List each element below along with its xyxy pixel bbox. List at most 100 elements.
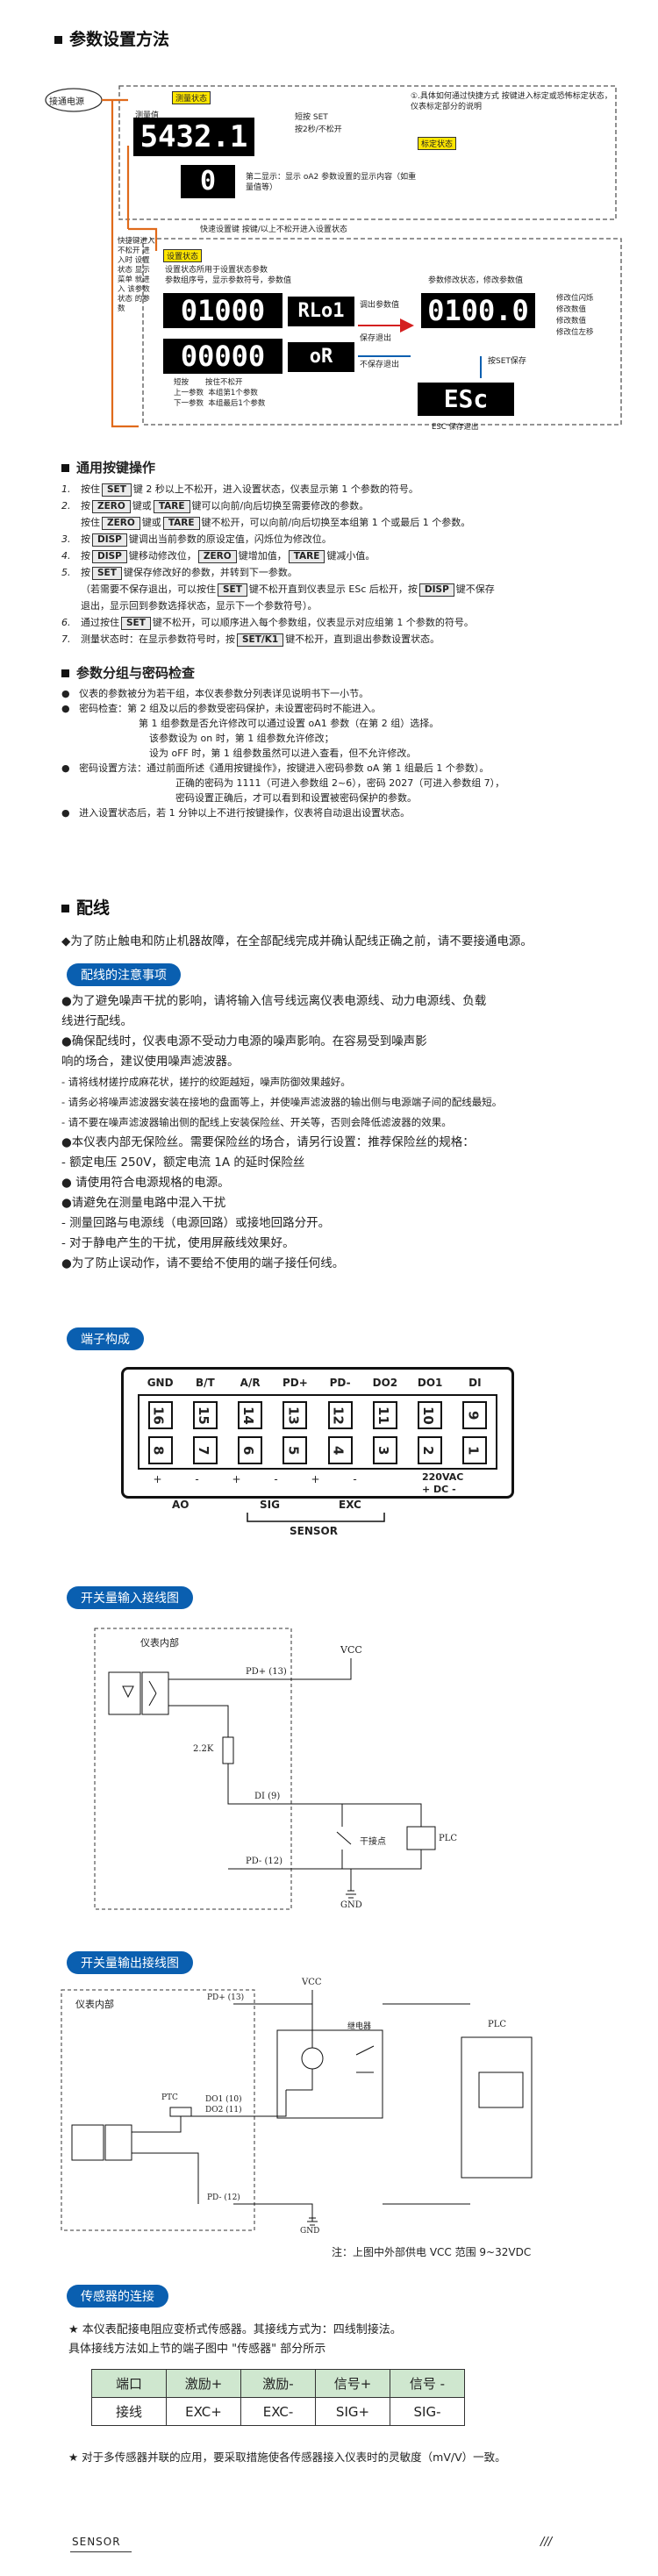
modify-up: 修改数值 xyxy=(556,305,587,314)
wiring-line: ●请避免在测量电路中混入干扰 xyxy=(61,1196,226,1210)
key-op-text: （若需要不保存退出，可以按住 xyxy=(81,583,216,595)
sensor-bracket xyxy=(247,1513,385,1522)
table-cell: SIG+ xyxy=(315,2397,390,2426)
table-cell: SIG- xyxy=(390,2397,465,2426)
esc-display: ESc xyxy=(418,383,514,416)
param-flow-diagram: 接通电源 测量状态 测量值 5432.1 短按 SET 按2秒/不松开 ①.具体… xyxy=(42,75,623,444)
terminal-number: 10 xyxy=(418,1401,443,1429)
adjust-note: 调出参数值 xyxy=(360,301,400,310)
wiring-line: ●为了防止误动作，请不要给不使用的端子接任何线。 xyxy=(61,1256,345,1270)
table-cell: EXC- xyxy=(240,2397,316,2426)
key-chip: DISP xyxy=(92,533,127,547)
table-header: 信号+ xyxy=(315,2369,390,2398)
sensor-pill: 传感器的连接 xyxy=(67,2285,168,2308)
key-op-text: 键减小值。 xyxy=(326,550,375,562)
key-op-text: 键不松开直到仪表显示 ESc 后松开，按 xyxy=(248,583,418,595)
list-item: ● 密码设置方法：通过前面所述《通用按键操作》，按键进入密码参数 oA 第 1 … xyxy=(61,762,490,774)
table-header: 端口 xyxy=(91,2369,167,2398)
switch-out-vcc: VCC xyxy=(302,1978,322,1987)
param-name-display-2: oR xyxy=(288,342,354,372)
key-op-text: 按 xyxy=(81,500,90,512)
switch-out-plc: PLC xyxy=(488,2020,507,2029)
table-cell: EXC+ xyxy=(166,2397,241,2426)
switch-out-pd-plus: PD+ (13) xyxy=(207,1993,245,2002)
key-op-text: 按 xyxy=(81,567,90,578)
key-chip: DISP xyxy=(418,583,454,597)
terminal-number: 1 xyxy=(462,1436,488,1464)
switch-out-relay: 继电器 xyxy=(347,2022,372,2031)
switch-in-inside: 仪表内部 xyxy=(140,1637,179,1649)
sensor-note: ★ 对于多传感器并联的应用，要采取措施使各传感器接入仪表时的灵敏度（mV/V）一… xyxy=(68,2451,506,2464)
key-chip: TARE xyxy=(288,550,325,563)
wiring-line: - 请不要在噪声滤波器输出侧的配线上安装保险丝、开关等，否则会降低滤波器的效果。 xyxy=(61,1116,452,1128)
power-label: 接通电源 xyxy=(49,97,84,107)
section-title-keys: 通用按键操作 xyxy=(61,458,155,476)
key-op-text: 键可以向前/向后切换至需要修改的参数。 xyxy=(191,500,369,512)
left-flow-note: 快捷键进入 不松开 进入时 设置状态 显示 菜单 就进入 该参数状态 的参数 xyxy=(118,237,155,313)
key-chip: SET xyxy=(121,617,151,630)
key-op-text: 退出，显示回到参数选择状态，显示下一个参数符号）。 xyxy=(81,600,318,612)
terminal-sign: - xyxy=(353,1473,357,1485)
terminal-number: 9 xyxy=(462,1401,488,1429)
terminal-label: PD+ xyxy=(282,1377,308,1389)
table-header: 激励- xyxy=(240,2369,316,2398)
setting-state-tag: 设置状态 xyxy=(163,249,203,262)
section-title-param: 参数设置方法 xyxy=(54,26,169,50)
switch-out-gnd: GND xyxy=(300,2227,320,2236)
key-op-text: 通过按住 xyxy=(81,617,119,628)
key-op-text: 键保存修改好的参数，并转到下一参数。 xyxy=(123,567,297,578)
key-op-text: 键增加值， xyxy=(238,550,287,562)
wiring-line: - 请将线材搓拧成麻花状，搓拧的绞距越短，噪声防御效果越好。 xyxy=(61,1076,351,1088)
wiring-line: ●本仪表内部无保险丝。需要保险丝的场合，请另行设置：推荐保险丝的规格： xyxy=(61,1135,475,1149)
list-item: 正确的密码为 1111（可进入参数组 2~6），密码 2027（可进入参数组 7… xyxy=(175,777,505,789)
table-row: 端口 激励+ 激励- 信号+ 信号 - xyxy=(91,2369,465,2398)
switch-in-diagram: 仪表内部 VCC PD+ (13) 2.2K DI (9) 干接点 PLC PD… xyxy=(88,1623,579,1921)
press-set-note: 按SET保存 xyxy=(488,357,526,366)
key-op-text: 键不保存 xyxy=(455,583,495,595)
measure-value-caption: 测量值 xyxy=(135,111,160,120)
switch-in-pd-plus: PD+ (13) xyxy=(246,1667,287,1677)
top-note: ①.具体如何通过快捷方式 按键进入标定或恐怖标定状态，仪表标定部分的说明 xyxy=(411,92,612,111)
table-header: 信号 - xyxy=(390,2369,465,2398)
key-chip: SET xyxy=(218,583,247,597)
key-op-num: 1. xyxy=(61,483,71,495)
modify-shift: 修改位左移 xyxy=(556,328,594,337)
key-op-text: 键 2 秒以上不松开，进入设置状态，仪表显示第 1 个参数的符号。 xyxy=(132,483,418,495)
key-chip: TARE xyxy=(162,517,200,530)
key-chip: ZERO xyxy=(92,500,131,513)
switch-out-diagram: 仪表内部 VCC PD+ (13) 继电器 PLC PTC DO1 (10) D… xyxy=(58,1978,584,2239)
wiring-line: - 请务必将噪声滤波器安装在接地的盘面等上，并使噪声滤波器的输出侧与电源端子间的… xyxy=(61,1096,503,1108)
setting-note1: 设置状态所用于设置状态参数 xyxy=(165,266,268,275)
key-op-item: 退出，显示回到参数选择状态，显示下一个参数符号）。 xyxy=(61,597,623,614)
switch-out-ptc: PTC xyxy=(161,2093,178,2102)
key-chip: ZERO xyxy=(102,517,140,530)
terminal-pill: 端子构成 xyxy=(67,1327,144,1350)
save-exit-note: 保存退出 xyxy=(360,334,392,343)
wiring-line: 线进行配线。 xyxy=(61,1014,132,1028)
key-chip: ZERO xyxy=(197,550,237,563)
key-op-num: 6. xyxy=(61,617,71,628)
terminal-number: 8 xyxy=(147,1436,173,1464)
next-group: 本组最后1个参数 xyxy=(208,399,266,408)
terminal-power2: + DC - xyxy=(422,1484,456,1495)
key-chip: SET/K1 xyxy=(237,633,284,647)
measure-state-tag: 测量状态 xyxy=(172,91,211,104)
switch-in-gnd: GND xyxy=(340,1900,362,1910)
switch-out-do2: DO2 (11) xyxy=(205,2106,242,2114)
list-item: 第 1 组参数是否允许修改可以通过设置 oA1 参数（在第 2 组）选择。 xyxy=(139,718,440,729)
short-press-2: 短按 xyxy=(174,378,190,387)
switch-in-di: DI (9) xyxy=(254,1792,281,1801)
key-op-text: 按 xyxy=(81,550,90,562)
wiring-line: ●确保配线时，仪表电源不受动力电源的噪声影响。在容易受到噪声影 xyxy=(61,1034,427,1048)
terminal-number: 4 xyxy=(327,1436,353,1464)
terminal-number: 2 xyxy=(418,1436,443,1464)
switch-out-do1: DO1 (10) xyxy=(205,2095,242,2104)
